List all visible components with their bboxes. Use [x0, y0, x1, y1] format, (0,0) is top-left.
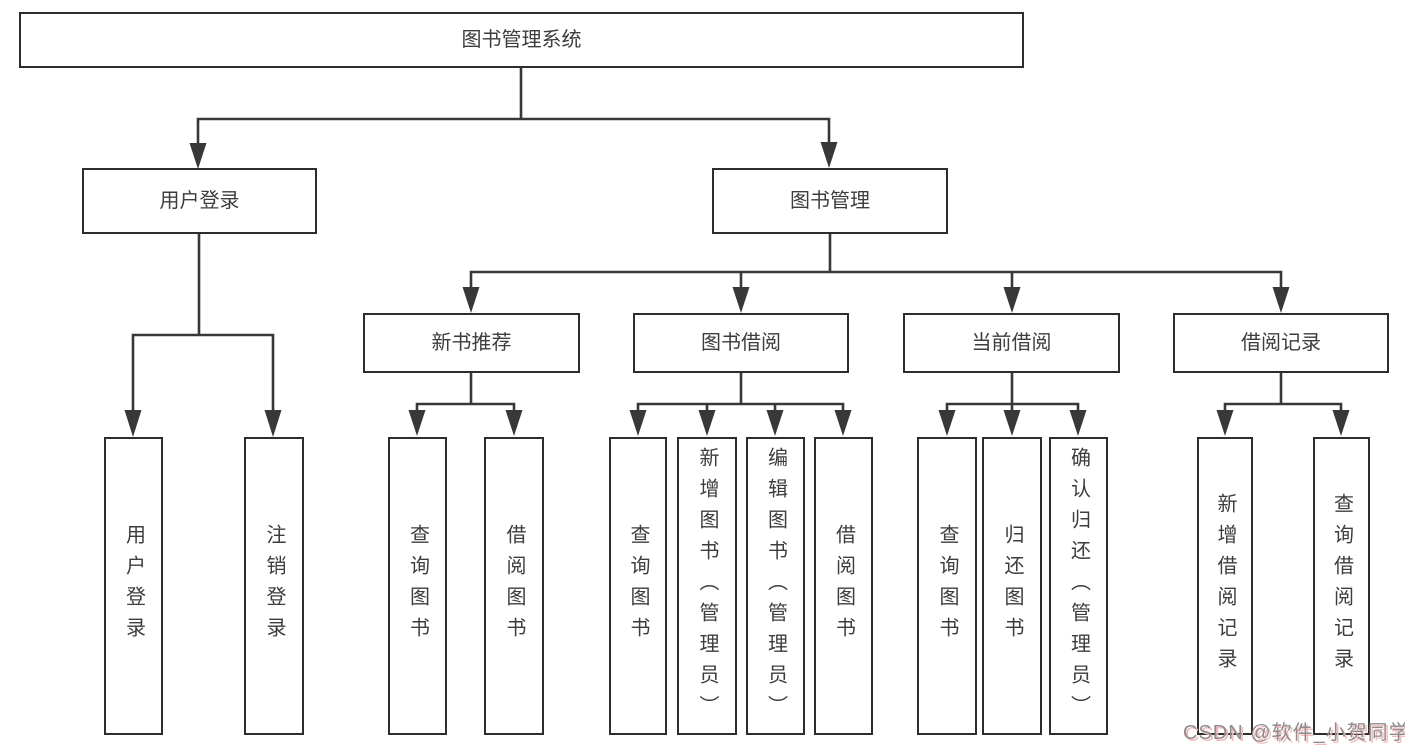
- node-label: 确认归还（管理员）: [1067, 446, 1090, 726]
- node-label: 查询图书: [406, 524, 429, 648]
- node-leaf-query-books-3: 查询图书: [917, 437, 977, 735]
- node-label: 借阅图书: [503, 524, 525, 648]
- node-user-login: 用户登录: [82, 168, 317, 234]
- node-label: 用户登录: [159, 190, 240, 212]
- connector-user-login-to-leaves: [124, 232, 282, 437]
- node-leaf-add-books-admin: 新增图书（管理员）: [677, 437, 737, 735]
- node-label: 注销登录: [263, 524, 285, 648]
- node-book-borrowing: 图书借阅: [633, 313, 849, 373]
- connector-borrow-records-to-leaves: [1216, 371, 1350, 436]
- node-leaf-add-borrow-record: 新增借阅记录: [1197, 437, 1253, 735]
- node-label: 归还图书: [1001, 524, 1023, 648]
- node-label: 图书借阅: [701, 332, 781, 354]
- node-leaf-edit-books-admin: 编辑图书（管理员）: [746, 437, 805, 735]
- node-leaf-return-books: 归还图书: [982, 437, 1042, 735]
- connector-current-borrow-to-leaves: [938, 371, 1087, 436]
- connector-root-to-level1: [189, 66, 838, 169]
- node-leaf-borrow-books-2: 借阅图书: [814, 437, 873, 735]
- node-new-book-recommendation: 新书推荐: [363, 313, 580, 373]
- node-library-management-system: 图书管理系统: [19, 12, 1024, 68]
- node-borrowing-records: 借阅记录: [1173, 313, 1389, 373]
- node-label: 图书管理: [790, 190, 870, 212]
- node-leaf-confirm-return-admin: 确认归还（管理员）: [1049, 437, 1108, 735]
- node-label: 当前借阅: [971, 332, 1052, 354]
- node-label: 借阅图书: [832, 524, 855, 648]
- node-leaf-borrow-books-1: 借阅图书: [484, 437, 544, 735]
- node-current-borrowing: 当前借阅: [903, 313, 1120, 373]
- node-leaf-query-books-1: 查询图书: [388, 437, 447, 735]
- node-leaf-query-borrow-record: 查询借阅记录: [1313, 437, 1370, 735]
- node-label: 新增借阅记录: [1214, 493, 1236, 679]
- node-leaf-query-books-2: 查询图书: [609, 437, 667, 735]
- node-label: 编辑图书（管理员）: [764, 446, 787, 726]
- node-label: 借阅记录: [1241, 332, 1321, 354]
- node-label: 查询图书: [627, 524, 649, 648]
- csdn-watermark: CSDN @软件_小贺同学: [1183, 722, 1405, 744]
- node-label: 新增图书（管理员）: [696, 446, 718, 726]
- connector-book-borrow-to-leaves: [629, 371, 852, 436]
- node-book-management: 图书管理: [712, 168, 948, 234]
- node-leaf-user-login: 用户登录: [104, 437, 163, 735]
- node-leaf-logout: 注销登录: [244, 437, 304, 735]
- connector-new-book-rec-to-leaves: [408, 371, 523, 436]
- connector-book-management-to-level2: [462, 231, 1290, 313]
- node-label: 新书推荐: [431, 332, 512, 354]
- node-label: 查询图书: [936, 524, 958, 648]
- node-label: 查询借阅记录: [1330, 493, 1353, 679]
- node-label: 图书管理系统: [461, 29, 582, 51]
- node-label: 用户登录: [122, 524, 145, 648]
